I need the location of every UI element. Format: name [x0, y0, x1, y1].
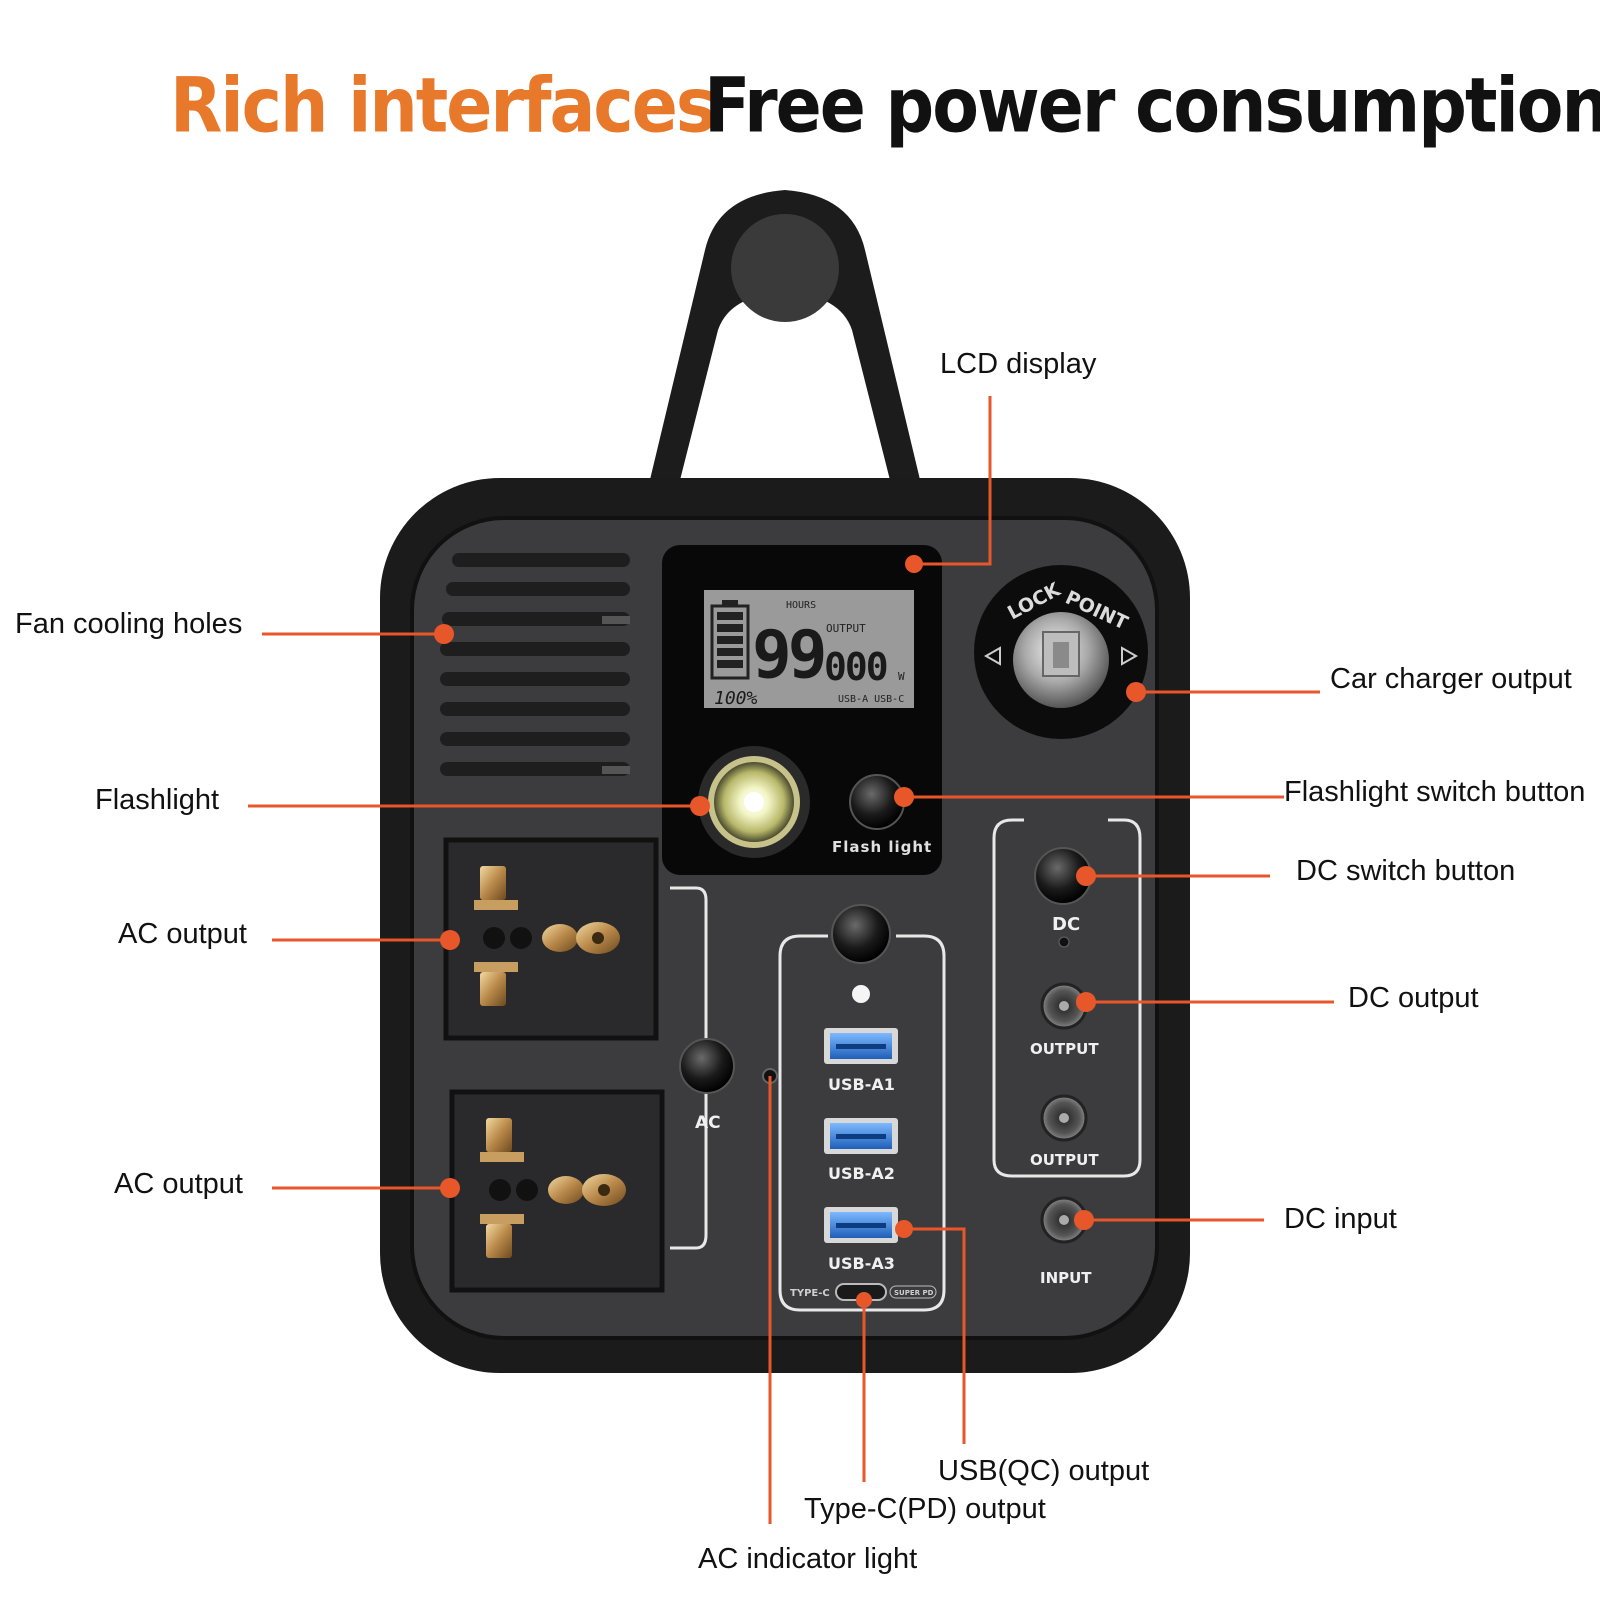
car-charger-socket: LOCK POINT: [974, 565, 1148, 739]
lcd-percent: 100%: [714, 688, 758, 709]
lcd-output-label: OUTPUT: [826, 622, 866, 635]
callout-dc-switch-button: DC switch button: [1296, 855, 1516, 887]
callout-ac-indicator-light: AC indicator light: [698, 1543, 918, 1575]
heading-free-power-consumption: Free power consumption: [704, 62, 1600, 151]
callout-flashlight: Flashlight: [95, 784, 220, 816]
ac-socket-1[interactable]: [443, 837, 659, 1041]
callout-ac-output-top: AC output: [118, 918, 247, 950]
battery-icon: [710, 600, 750, 680]
lcd-small-digits: 000: [824, 645, 887, 689]
usb-a3-port[interactable]: [824, 1207, 898, 1243]
usb-indicator-light: [852, 985, 870, 1003]
usb-a1-port[interactable]: [824, 1028, 898, 1064]
callout-lcd-display: LCD display: [940, 348, 1097, 380]
lcd-panel: HOURS 99 OUTPUT 000 W 100% USB-A USB-C F…: [662, 545, 942, 875]
usb-a2-port[interactable]: [824, 1118, 898, 1154]
leader-lcd-display: [914, 396, 992, 566]
dc-input-label: INPUT: [1040, 1269, 1092, 1287]
carry-handle: [648, 190, 922, 488]
usb-a3-label: USB-A3: [828, 1254, 895, 1273]
type-c-label: TYPE-C: [790, 1288, 830, 1299]
fan-vents: [440, 553, 630, 776]
callout-fan-cooling-holes: Fan cooling holes: [15, 608, 243, 640]
lcd-unit: W: [898, 670, 905, 683]
flash-light-label: Flash light: [832, 838, 932, 856]
dc-switch-label: DC: [1052, 914, 1080, 935]
callout-dc-output: DC output: [1348, 982, 1479, 1014]
ac-socket-2[interactable]: [449, 1089, 665, 1293]
usb-a1-label: USB-A1: [828, 1075, 895, 1094]
heading-rich-interfaces: Rich interfaces: [170, 62, 716, 151]
flashlight-lens: [698, 746, 810, 858]
callout-car-charger-output: Car charger output: [1330, 663, 1572, 695]
super-pd-badge: [889, 1285, 937, 1299]
lcd-big-digits: 99: [752, 616, 824, 693]
leader-usb-qc: [904, 1227, 966, 1444]
leader-dots: [434, 555, 1146, 1308]
arrow-left-icon: [983, 646, 1001, 666]
ac-switch-label: AC: [695, 1113, 721, 1133]
usb-a2-label: USB-A2: [828, 1164, 895, 1183]
callout-usb-qc-output: USB(QC) output: [938, 1455, 1150, 1487]
lcd-hours-label: HOURS: [786, 600, 816, 611]
callout-flashlight-switch-button: Flashlight switch button: [1284, 776, 1586, 808]
dc-output-1-label: OUTPUT: [1030, 1040, 1099, 1058]
callout-type-c-pd-output: Type-C(PD) output: [804, 1493, 1046, 1525]
callout-ac-output-bottom: AC output: [114, 1168, 243, 1200]
dc-panel: DC OUTPUT OUTPUT INPUT: [992, 818, 1142, 1287]
leader-lines: [248, 396, 1334, 1524]
arrow-right-icon: [1121, 646, 1139, 666]
super-pd-label: SUPER PD: [894, 1289, 934, 1297]
dc-output-2-label: OUTPUT: [1030, 1151, 1099, 1169]
callout-dc-input: DC input: [1284, 1203, 1397, 1235]
lcd-ports: USB-A USB-C: [838, 694, 904, 705]
dc-indicator-light: [1058, 936, 1070, 948]
usb-switch-button[interactable]: [831, 904, 891, 964]
usb-panel: USB-A1 USB-A2 USB-A3 TYPE-C SUPER PD: [778, 904, 946, 1312]
ac-switch-button[interactable]: [679, 1038, 735, 1094]
